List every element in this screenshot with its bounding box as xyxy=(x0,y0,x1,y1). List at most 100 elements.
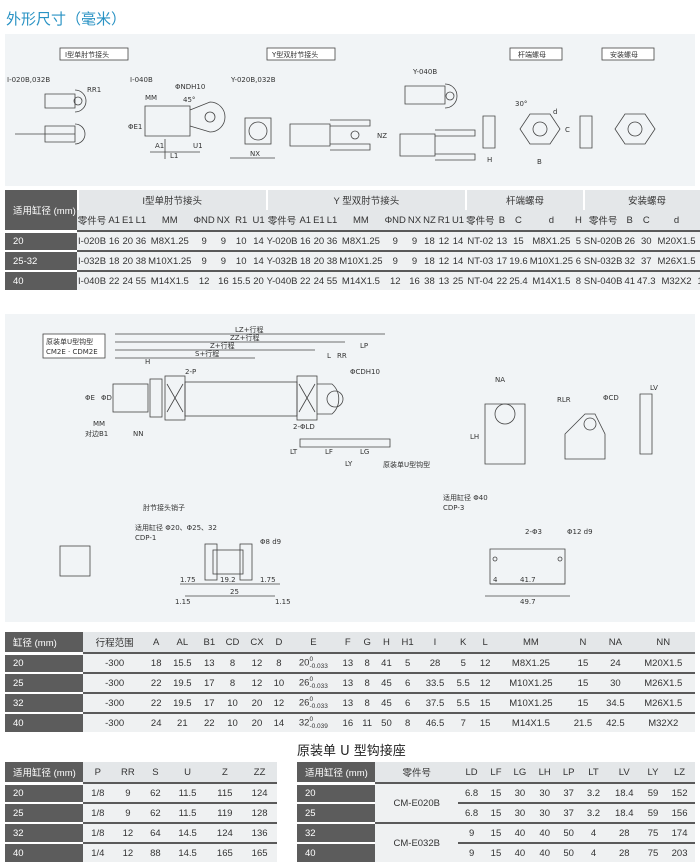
column-header: E1 xyxy=(312,210,326,230)
table-cell: 21.5 xyxy=(566,712,600,732)
table-cell: 12 xyxy=(112,822,144,842)
section-heading: 原装单 U 型钩接座 xyxy=(297,744,406,759)
table-cell: 15 xyxy=(484,782,508,802)
column-header: 零件号 xyxy=(465,210,496,230)
table-cell: 50 xyxy=(556,842,581,862)
column-header: LG xyxy=(507,762,533,782)
table-cell: -300 xyxy=(83,652,147,672)
column-header: NN xyxy=(631,632,695,652)
bore-size: 20 xyxy=(5,652,83,672)
table-cell: 88 xyxy=(143,842,168,862)
column-header: d xyxy=(528,210,574,230)
table-cell: 20 xyxy=(251,270,266,290)
table-cell: 200-0.033 xyxy=(288,652,338,672)
table-cell: 21 xyxy=(166,712,199,732)
table-cell: 30 xyxy=(532,802,557,822)
table-corner: 适用缸径 (mm) xyxy=(297,762,375,782)
column-header: 零件号 xyxy=(265,210,299,230)
dim-label: H xyxy=(487,156,492,164)
table-cell: 15.5 xyxy=(166,652,199,672)
dim-label: RLR xyxy=(557,396,571,404)
column-header: LY xyxy=(641,762,665,782)
table-cell: 9 xyxy=(215,230,231,250)
tolerance-base: 20 xyxy=(298,657,310,669)
column-header: N xyxy=(566,632,600,652)
table-cell: 34.5 xyxy=(599,692,632,712)
dim-label: ΦE xyxy=(85,394,95,402)
table-cell: 16 xyxy=(215,270,231,290)
table-cell: 11 xyxy=(357,712,377,732)
column-group: Y 型双肘节接头 xyxy=(265,190,466,210)
table-cell: 8 xyxy=(696,230,700,250)
table-cell: 136 xyxy=(242,822,277,842)
column-header: LV xyxy=(606,762,642,782)
column-header: E xyxy=(288,632,338,652)
table-cell: 165 xyxy=(207,842,243,862)
table-cell: 9 xyxy=(458,842,485,862)
column-header: I xyxy=(418,632,452,652)
table-cell: 15 xyxy=(508,230,529,250)
table-cell: M10X1.25 xyxy=(528,250,574,270)
table-cell: 59 xyxy=(641,802,665,822)
table-cell: 7 xyxy=(451,712,476,732)
bore-size: 32 xyxy=(5,822,83,842)
table-cell: 10 xyxy=(220,692,245,712)
column-header: LT xyxy=(580,762,607,782)
caption-y-knuckle: Y型双肘节接头 xyxy=(271,50,318,59)
dim-label: 对边B1 xyxy=(85,429,108,438)
table-corner: 适用缸径 (mm) xyxy=(5,190,77,230)
dim-label: 4 xyxy=(493,576,498,584)
table-cell: 5.5 xyxy=(451,692,476,712)
column-header: Z xyxy=(207,762,243,782)
dim-label: 45° xyxy=(183,96,195,104)
table-cell: 24 xyxy=(312,270,326,290)
table-cell: 14.5 xyxy=(167,842,208,862)
table-cell: 6.8 xyxy=(458,782,485,802)
model-box-line1: 原装单U型钩型 xyxy=(46,337,93,346)
table-cell: 19.6 xyxy=(508,250,529,270)
table-cell: 124 xyxy=(207,822,243,842)
table-cell: 18 xyxy=(298,250,313,270)
accessory-drawing-panel: I型单肘节接头 Y型双肘节接头 杆端螺母 安装螺母 I-020B,032B I-… xyxy=(5,34,695,186)
column-header: P xyxy=(83,762,113,782)
table-corner: 缸径 (mm) xyxy=(5,632,83,652)
dim-label: NX xyxy=(250,150,260,158)
table-cell: 14 xyxy=(268,712,289,732)
table-cell: 6 xyxy=(574,250,583,270)
table-cell: 50 xyxy=(556,822,581,842)
column-header: NA xyxy=(599,632,632,652)
column-header: A xyxy=(146,632,167,652)
table-cell: 9 xyxy=(112,782,144,802)
tolerance-base: 32 xyxy=(298,717,310,729)
table-cell: 1/4 xyxy=(83,842,113,862)
table-cell: 5 xyxy=(574,230,583,250)
column-header: E1 xyxy=(120,210,135,230)
column-header: CD xyxy=(220,632,245,652)
column-header: L xyxy=(475,632,496,652)
table-cell: 22 xyxy=(107,270,121,290)
column-header: AL xyxy=(166,632,199,652)
table-cell: 15 xyxy=(475,692,496,712)
table-cell: 38 xyxy=(325,250,339,270)
bore-size: 25 xyxy=(297,802,375,822)
dim-label: A1 xyxy=(155,142,164,150)
table-cell: 28 xyxy=(418,652,452,672)
table-cell: 5.5 xyxy=(451,672,476,692)
dim-label: ΦNDH10 xyxy=(175,83,205,91)
table-cell: M32X2 xyxy=(631,712,695,732)
dim-label: LT xyxy=(290,448,298,456)
dim-label: 1.15 xyxy=(275,598,291,606)
table-cell: 12 xyxy=(475,652,496,672)
dim-label: LV xyxy=(650,384,658,392)
column-header: H1 xyxy=(396,632,419,652)
table-cell: 15 xyxy=(484,822,508,842)
tolerance-base: 26 xyxy=(298,697,310,709)
table-cell: 30 xyxy=(507,802,533,822)
column-header: L1 xyxy=(325,210,339,230)
